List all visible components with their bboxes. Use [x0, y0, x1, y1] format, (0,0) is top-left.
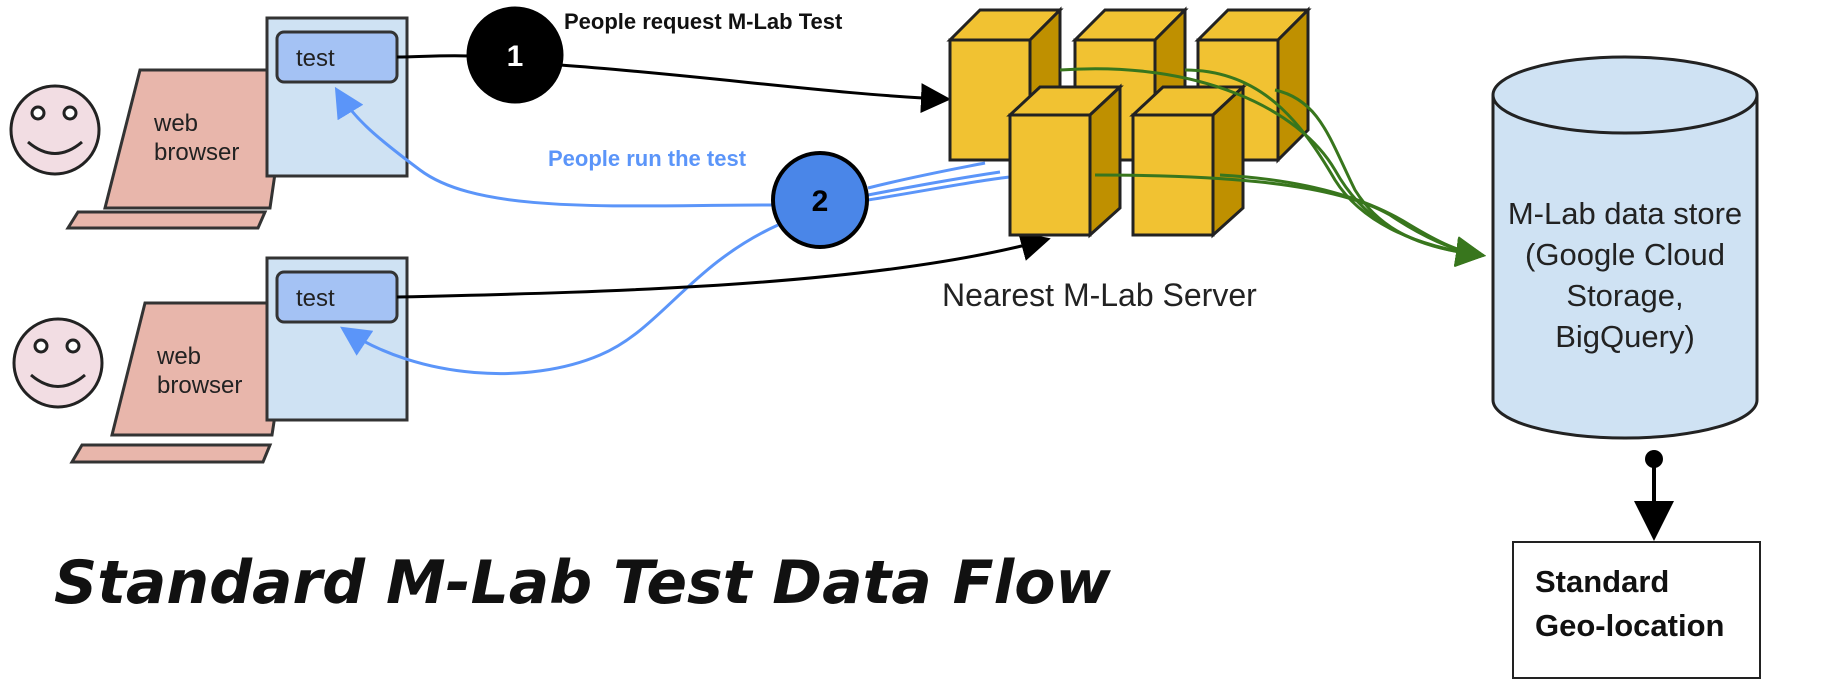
browser-label-line1: web	[156, 343, 201, 370]
smiley-face-icon	[9, 84, 101, 176]
server-box-icon	[1129, 83, 1247, 239]
smiley-face-icon	[12, 317, 104, 409]
green-flows	[1059, 67, 1486, 268]
server-cluster	[946, 6, 1312, 239]
geo-line1: Standard	[1535, 564, 1669, 599]
black-flow-step1-to-server	[559, 63, 951, 114]
client-2: web browser test	[12, 256, 409, 464]
test-button-label: test	[296, 45, 335, 72]
geo-line2: Geo-location	[1535, 608, 1724, 643]
step-1-label: People request M-Lab Test	[564, 9, 843, 34]
blue-flow-to-server-3	[867, 175, 1011, 202]
laptop-icon: web browser	[65, 68, 292, 230]
geo-connector	[1634, 450, 1674, 541]
server-box-icon	[1006, 83, 1124, 239]
blue-flow-to-client-1	[334, 86, 776, 208]
client-1: web browser test	[9, 16, 409, 230]
step-1-number: 1	[507, 40, 524, 73]
server-label: Nearest M-Lab Server	[942, 277, 1257, 313]
blue-flow-to-server-2	[867, 161, 986, 190]
geo-location-box: Standard Geo-location	[1512, 541, 1761, 679]
step-2-label: People run the test	[548, 146, 747, 171]
test-button[interactable]: test	[275, 30, 399, 84]
step-2-number: 2	[812, 185, 829, 218]
browser-label-line1: web	[153, 110, 198, 137]
server-box-icon	[946, 6, 1064, 164]
data-store-line1: M-Lab data store	[1508, 196, 1742, 231]
test-button[interactable]: test	[275, 270, 399, 324]
browser-label-line2: browser	[157, 372, 242, 399]
laptop-icon: web browser	[69, 301, 294, 464]
browser-label-line2: browser	[154, 139, 239, 166]
black-flow-client-1-to-step1	[396, 54, 471, 59]
blue-flow-to-client-2	[340, 223, 779, 376]
data-store-line2: (Google Cloud	[1525, 237, 1725, 272]
black-flow-client-2-to-server	[396, 231, 1051, 299]
step-2-marker: 2	[771, 151, 869, 249]
diagram-title: Standard M-Lab Test Data Flow	[54, 548, 1111, 618]
test-button-label: test	[296, 285, 335, 312]
data-store-line4: BigQuery)	[1555, 319, 1695, 354]
step-1-marker: 1	[466, 6, 564, 104]
data-store-line3: Storage,	[1566, 278, 1683, 313]
blue-flow-to-server-1	[867, 170, 1001, 197]
data-store-cylinder: M-Lab data store (Google Cloud Storage, …	[1491, 55, 1759, 440]
